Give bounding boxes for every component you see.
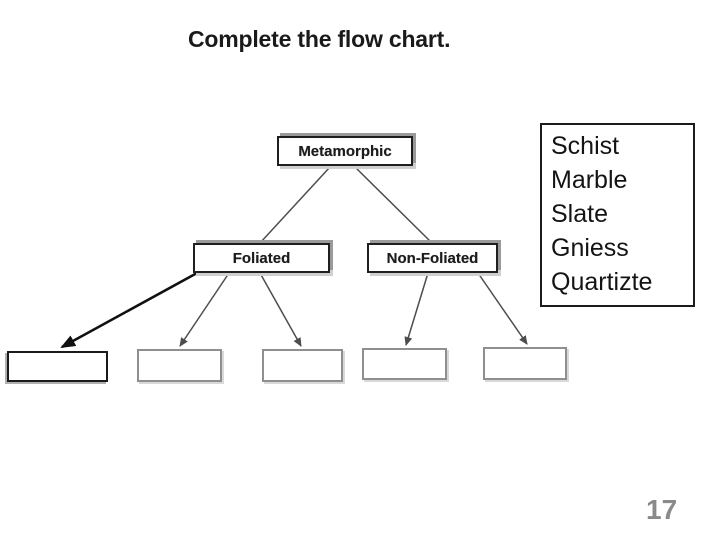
word-bank-item-slate[interactable]: Slate <box>551 200 608 228</box>
line-metamorphic-foliated <box>259 166 331 244</box>
line-foliated-answer2 <box>179 272 230 347</box>
line-metamorphic-nonfoliated <box>354 166 433 244</box>
line-nonfoliated-answer4 <box>404 272 429 346</box>
node-non-foliated-label: Non-Foliated <box>386 249 479 267</box>
page-number: 17 <box>646 494 678 525</box>
word-bank-item-marble[interactable]: Marble <box>551 166 628 194</box>
arrow-foliated-answer1 <box>60 271 198 349</box>
word-bank-item-quartizte[interactable]: Quartizte <box>551 268 653 296</box>
node-metamorphic-label: Metamorphic <box>298 142 392 160</box>
slide-title: Complete the flow chart. <box>188 26 451 52</box>
line-nonfoliated-answer5 <box>477 272 528 345</box>
node-foliated: Foliated <box>193 243 330 273</box>
word-bank-item-schist[interactable]: Schist <box>551 132 620 160</box>
answer-box-3[interactable] <box>262 349 343 382</box>
line-foliated-answer3 <box>259 272 302 347</box>
word-bank: Schist Marble Slate Gniess Quartizte <box>540 123 695 307</box>
node-foliated-label: Foliated <box>232 249 291 267</box>
word-bank-item-gniess[interactable]: Gniess <box>551 234 629 262</box>
node-non-foliated: Non-Foliated <box>367 243 498 273</box>
answer-box-2[interactable] <box>137 349 222 382</box>
node-metamorphic: Metamorphic <box>277 136 413 166</box>
answer-box-5[interactable] <box>483 347 567 380</box>
answer-box-4[interactable] <box>362 348 447 380</box>
answer-box-1[interactable] <box>7 351 108 382</box>
